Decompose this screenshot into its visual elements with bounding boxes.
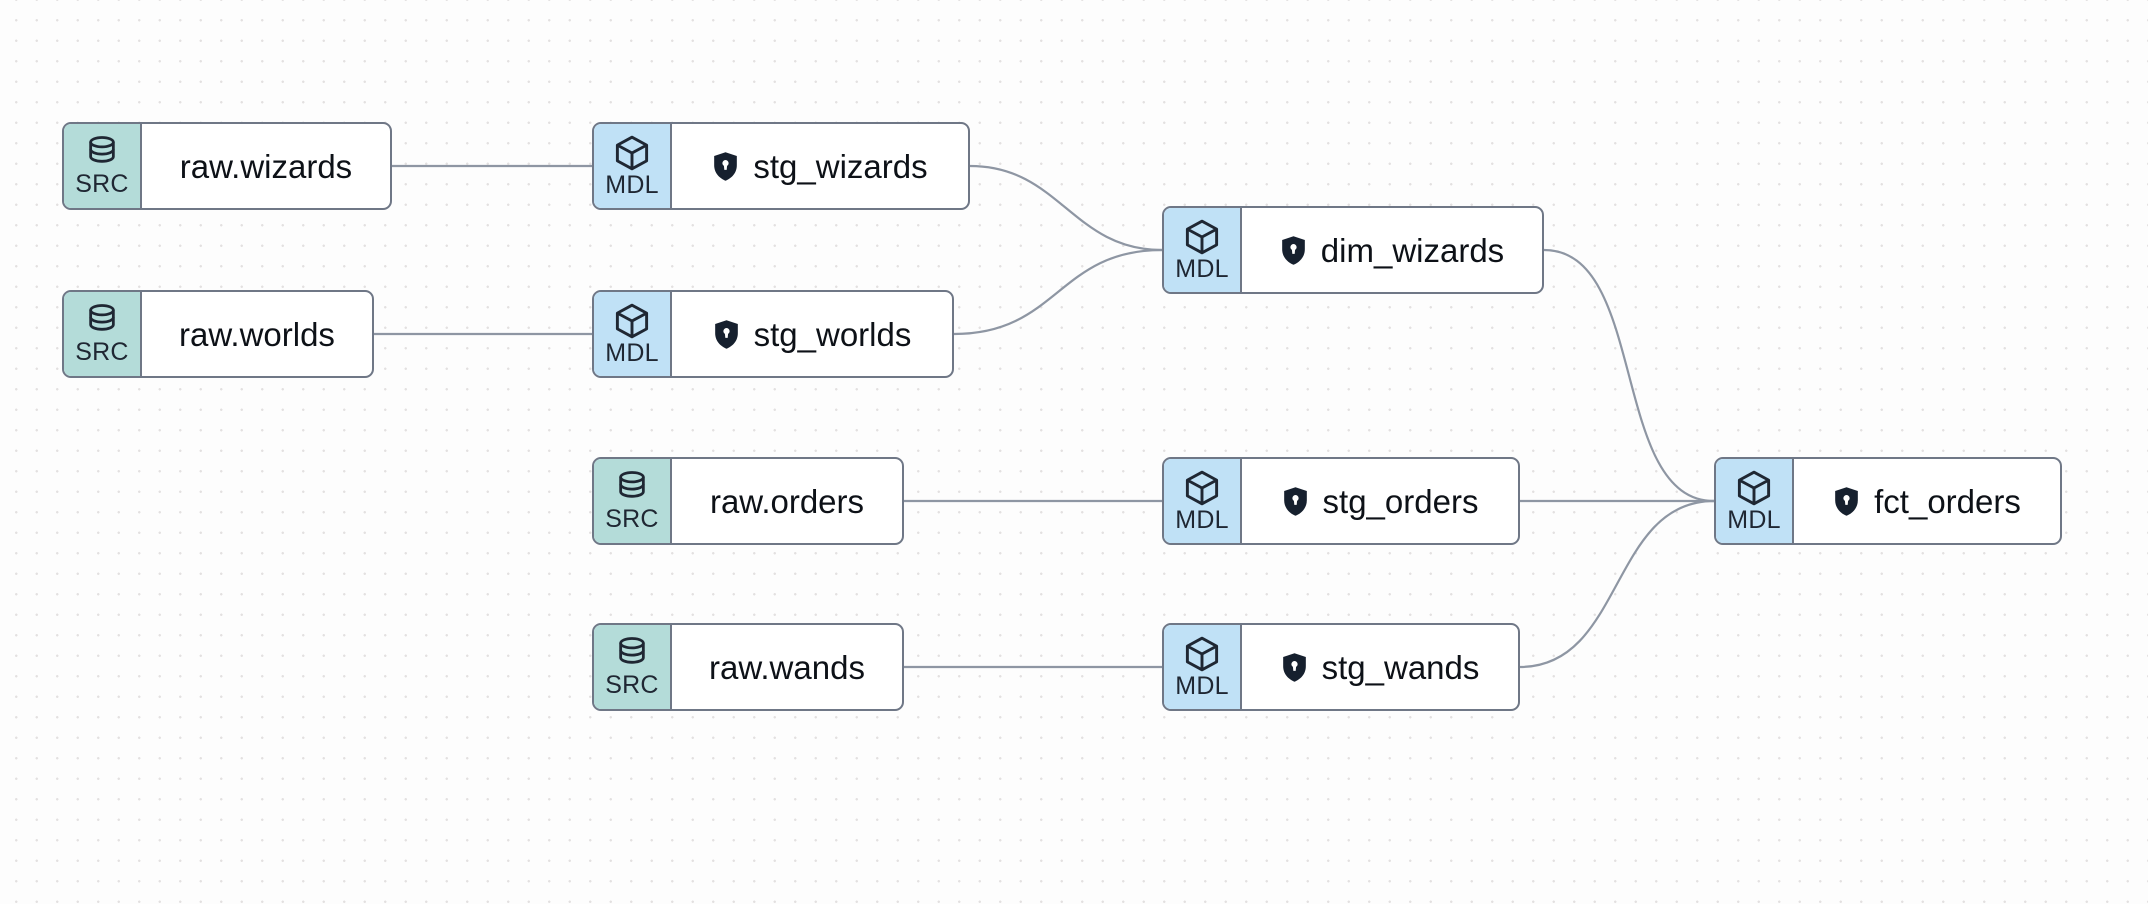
node-label: raw.worlds bbox=[179, 315, 335, 353]
node-dim_wizards[interactable]: MDL dim_wizards bbox=[1162, 206, 1544, 294]
node-stg_wizards[interactable]: MDL stg_wizards bbox=[592, 122, 970, 210]
node-label: fct_orders bbox=[1874, 482, 2021, 520]
node-label: stg_orders bbox=[1322, 482, 1479, 520]
node-body: stg_worlds bbox=[672, 292, 952, 376]
cube-icon bbox=[615, 135, 649, 171]
node-type-badge-model: MDL bbox=[594, 292, 672, 376]
badge-label: MDL bbox=[1175, 672, 1229, 700]
node-type-badge-model: MDL bbox=[1716, 459, 1794, 543]
node-stg_worlds[interactable]: MDL stg_worlds bbox=[592, 290, 954, 378]
node-type-badge-source: SRC bbox=[64, 292, 142, 376]
database-icon bbox=[89, 136, 115, 163]
node-body: stg_wizards bbox=[672, 124, 968, 208]
cube-icon bbox=[1185, 470, 1219, 506]
node-body: stg_wands bbox=[1242, 625, 1518, 709]
shield-lock-icon bbox=[1281, 235, 1305, 265]
node-type-badge-source: SRC bbox=[64, 124, 142, 208]
node-raw_wands[interactable]: SRC raw.wands bbox=[592, 623, 904, 711]
node-body: dim_wizards bbox=[1242, 208, 1542, 292]
badge-label: SRC bbox=[75, 338, 129, 366]
node-type-badge-source: SRC bbox=[594, 459, 672, 543]
node-label: raw.orders bbox=[709, 482, 865, 520]
node-type-badge-model: MDL bbox=[594, 124, 672, 208]
node-raw_worlds[interactable]: SRC raw.worlds bbox=[62, 290, 374, 378]
node-type-badge-model: MDL bbox=[1164, 208, 1242, 292]
node-label: raw.wands bbox=[709, 648, 865, 686]
node-type-badge-model: MDL bbox=[1164, 625, 1242, 709]
cube-icon bbox=[615, 303, 649, 339]
node-stg_orders[interactable]: MDL stg_orders bbox=[1162, 457, 1520, 545]
shield-lock-icon bbox=[714, 151, 738, 181]
badge-label: MDL bbox=[1175, 506, 1229, 534]
badge-label: SRC bbox=[605, 505, 659, 533]
badge-label: MDL bbox=[605, 339, 659, 367]
node-label: raw.wizards bbox=[179, 147, 353, 185]
badge-label: SRC bbox=[75, 170, 129, 198]
shield-lock-icon bbox=[1283, 486, 1307, 516]
database-icon bbox=[619, 637, 645, 664]
shield-lock-icon bbox=[1282, 652, 1306, 682]
shield-lock-icon bbox=[1835, 486, 1858, 516]
node-label: dim_wizards bbox=[1320, 231, 1505, 269]
node-fct_orders[interactable]: MDL fct_orders bbox=[1714, 457, 2062, 545]
database-icon bbox=[89, 304, 115, 331]
node-type-badge-model: MDL bbox=[1164, 459, 1242, 543]
node-raw_orders[interactable]: SRC raw.orders bbox=[592, 457, 904, 545]
node-body: raw.wizards bbox=[142, 124, 390, 208]
node-type-badge-source: SRC bbox=[594, 625, 672, 709]
cube-icon bbox=[1737, 470, 1771, 506]
shield-lock-icon bbox=[714, 319, 738, 349]
node-raw_wizards[interactable]: SRC raw.wizards bbox=[62, 122, 392, 210]
badge-label: MDL bbox=[1727, 506, 1781, 534]
badge-label: MDL bbox=[1175, 255, 1229, 283]
node-body: fct_orders bbox=[1794, 459, 2060, 543]
node-body: stg_orders bbox=[1242, 459, 1518, 543]
cube-icon bbox=[1185, 219, 1219, 255]
cube-icon bbox=[1185, 636, 1219, 672]
node-label: stg_wands bbox=[1321, 648, 1480, 686]
node-stg_wands[interactable]: MDL stg_wands bbox=[1162, 623, 1520, 711]
node-body: raw.worlds bbox=[142, 292, 372, 376]
badge-label: MDL bbox=[605, 171, 659, 199]
node-label: stg_worlds bbox=[753, 315, 912, 353]
node-body: raw.wands bbox=[672, 625, 902, 709]
node-label: stg_wizards bbox=[753, 147, 928, 185]
node-body: raw.orders bbox=[672, 459, 902, 543]
database-icon bbox=[619, 471, 645, 498]
badge-label: SRC bbox=[605, 671, 659, 699]
